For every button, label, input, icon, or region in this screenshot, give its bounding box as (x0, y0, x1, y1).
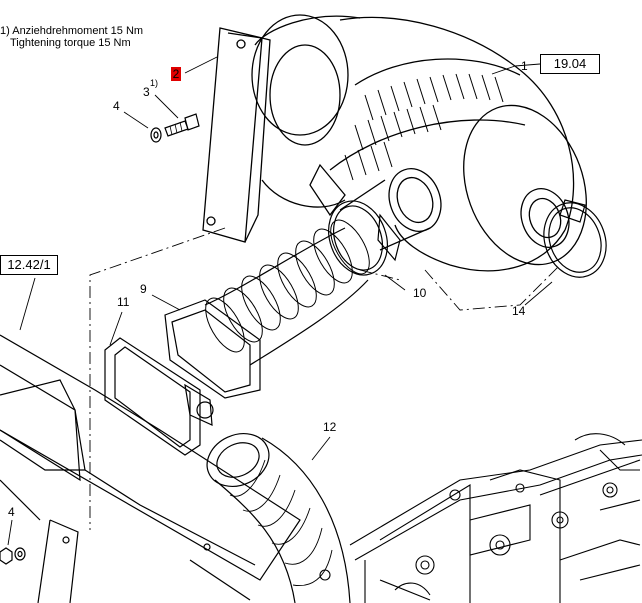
reference-box-19-04[interactable]: 19.04 (540, 54, 600, 74)
callout-4-top: 4 (113, 99, 120, 113)
leader-lines (7, 56, 553, 546)
hose-clamp-10 (328, 200, 401, 276)
housing-ribs (344, 73, 504, 181)
reference-box-12-42-1[interactable]: 12.42/1 (0, 255, 58, 275)
air-filter-housing (251, 14, 587, 272)
screw-and-washer (150, 113, 200, 143)
callout-12: 12 (323, 420, 337, 434)
callout-3: 3 (143, 85, 150, 99)
callout-11: 11 (117, 295, 130, 309)
corrugated-hose (164, 219, 370, 399)
torque-note-english: Tightening torque 15 Nm (10, 37, 131, 49)
bottom-left-bracket (0, 519, 79, 603)
callout-3-footnote: 1) (150, 78, 159, 88)
elbow-hose (206, 433, 351, 603)
dashed-boundary-lines (89, 227, 561, 530)
seal-frame (104, 337, 214, 456)
torque-note-german: 1) Anziehdrehmoment 15 Nm (0, 25, 144, 37)
callout-10: 10 (413, 286, 427, 300)
mounting-bracket (202, 27, 271, 243)
callout-9: 9 (140, 282, 147, 296)
engine-block (319, 433, 642, 603)
callout-4-bottom: 4 (8, 505, 15, 519)
hose-clamp-14 (543, 199, 607, 278)
callout-14: 14 (512, 304, 526, 318)
intake-duct-housing (0, 334, 301, 601)
callout-1: 1 (521, 59, 528, 73)
callout-2-highlighted: 2 (171, 67, 181, 81)
